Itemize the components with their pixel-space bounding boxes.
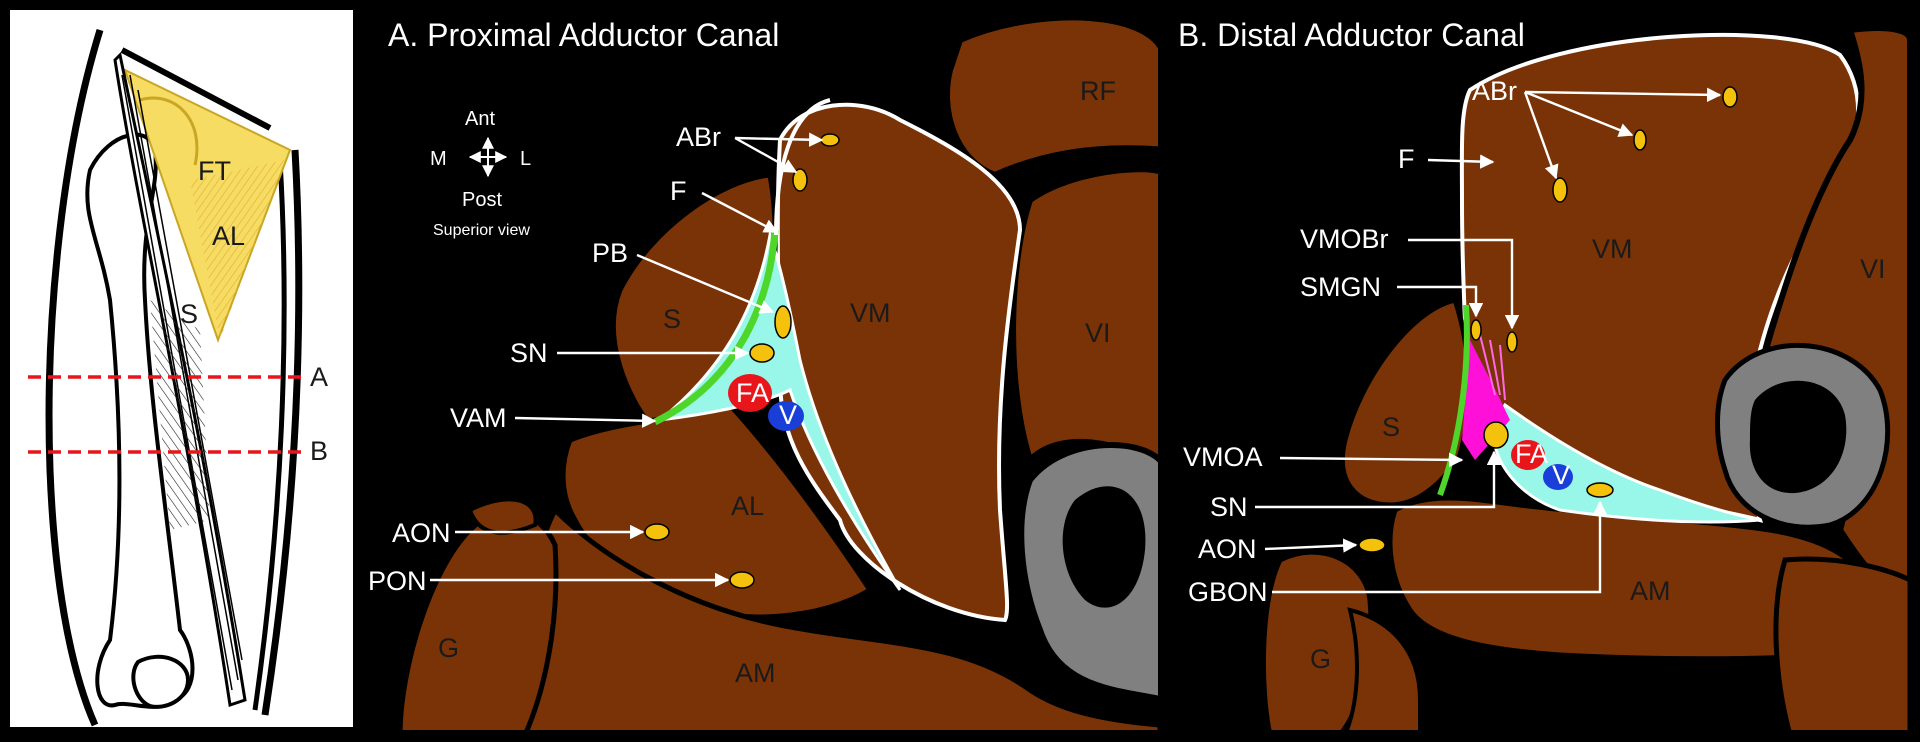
panel-a-muscle-rf xyxy=(944,14,1158,179)
panel-b-label-vi: VI xyxy=(1860,254,1886,284)
panel-b-vmoa-streaks xyxy=(1479,334,1506,401)
inset-label-al: AL xyxy=(212,221,245,251)
panel-a-label-v: V xyxy=(779,400,797,430)
inset-label-s: S xyxy=(180,299,198,329)
panel-a-label-g: G xyxy=(438,633,459,663)
panel-b-vastoadductor-membrane xyxy=(1437,304,1470,497)
panel-b-femur-marrow xyxy=(1749,380,1847,494)
orientation-compass: Ant M L Post Superior view xyxy=(430,108,531,239)
panel-a-callout-pb: PB xyxy=(592,238,628,268)
panel-b-nerve-sn xyxy=(1483,421,1509,449)
panel-a-label-al: AL xyxy=(731,491,764,521)
panel-a-nerve-aon xyxy=(644,523,670,541)
panel-b-callout-abr: ABr xyxy=(1472,76,1517,106)
thigh-outline-lateral xyxy=(261,149,303,716)
thigh-outline-lateral-2 xyxy=(252,159,287,711)
panel-b-lateral-block xyxy=(1773,556,1910,730)
compass-l: L xyxy=(520,148,531,170)
panel-b-callout-smgn: SMGN xyxy=(1300,272,1381,302)
panel-a-muscle-vi xyxy=(1010,166,1158,470)
panel-a-callout-pon: PON xyxy=(368,566,427,596)
adductor-longus-hatch xyxy=(190,160,285,340)
panel-b-label-fa: FA xyxy=(1515,439,1548,469)
panel-a-femur-marrow xyxy=(1062,486,1146,608)
panel-a-nerve-abr-2 xyxy=(792,168,808,192)
compass-ant: Ant xyxy=(465,108,495,130)
panel-b-vein xyxy=(1543,464,1573,490)
panel-a-muscle-g-upper xyxy=(467,497,538,535)
panel-b-label-am: AM xyxy=(1630,576,1671,606)
panel-a-label-am: AM xyxy=(735,658,776,688)
panel-a-nerve-sn xyxy=(749,343,775,363)
panel-a-callout-abr: ABr xyxy=(676,122,721,152)
panel-a-vein xyxy=(768,401,804,431)
panel-b-nerve-abr-2 xyxy=(1633,129,1647,151)
thigh-outline-medial xyxy=(45,28,104,727)
panel-a-label-vm: VM xyxy=(850,298,891,328)
panel-a-label-rf: RF xyxy=(1080,76,1116,106)
inset-label-b: B xyxy=(310,436,328,466)
panel-b-label-s: S xyxy=(1382,412,1400,442)
panel-a-femoral-artery xyxy=(728,374,772,412)
inguinal-curve xyxy=(139,96,199,166)
panel-b-nerve-vmobr xyxy=(1506,331,1518,353)
panel-b-nerve-abr-3 xyxy=(1552,177,1568,203)
panel-b-label-vm: VM xyxy=(1592,234,1633,264)
panel-a-label-fa: FA xyxy=(736,378,769,408)
panel-a-title: A. Proximal Adductor Canal xyxy=(388,17,779,53)
panel-b-nerve-smgn xyxy=(1470,319,1482,341)
adductor-hatch-region xyxy=(150,300,210,530)
panel-b-nerve-abr-1 xyxy=(1722,86,1738,108)
panel-a-callout-vam: VAM xyxy=(450,403,507,433)
panel-b-label-g: G xyxy=(1310,644,1331,674)
panel-a-nerve-pb xyxy=(774,305,792,339)
panel-b-nerve-aon xyxy=(1358,537,1386,553)
panel-b-callout-vmobr: VMOBr xyxy=(1300,224,1389,254)
compass-post: Post xyxy=(462,189,502,211)
panel-b-callout-gbon: GBON xyxy=(1188,577,1268,607)
panel-b-nerve-gbon xyxy=(1586,482,1614,498)
panel-a-label-vi: VI xyxy=(1085,318,1111,348)
panel-a-nerve-pon xyxy=(729,571,755,589)
inguinal-ligament xyxy=(120,47,272,131)
panel-a-callout-aon: AON xyxy=(392,518,451,548)
panel-a-nerve-abr-1 xyxy=(820,133,840,147)
panel-a-callout-f: F xyxy=(670,176,687,206)
panel-a-label-s: S xyxy=(663,304,681,334)
panel-b-muscle-g-lower xyxy=(1344,607,1422,730)
compass-note: Superior view xyxy=(433,222,530,239)
panel-b-label-v: V xyxy=(1552,460,1570,490)
compass-m: M xyxy=(430,148,447,170)
inset-label-a: A xyxy=(310,362,328,392)
femur-condyle xyxy=(131,654,191,709)
panel-b-callout-sn: SN xyxy=(1210,492,1248,522)
panel-b: FA V VM VI S AM G B. Distal Adductor Can… xyxy=(1178,17,1910,730)
panel-b-callout-f: F xyxy=(1398,144,1415,174)
inset-label-ft: FT xyxy=(198,156,231,186)
panel-a-callout-sn: SN xyxy=(510,338,548,368)
panel-b-callout-aon: AON xyxy=(1198,534,1257,564)
panel-a: FA V RF VM VI S AL AM G A. Proximal Addu… xyxy=(368,14,1158,730)
panel-a-adductor-canal xyxy=(654,229,902,591)
panel-b-callout-vmoa: VMOA xyxy=(1183,442,1263,472)
panel-b-femoral-artery xyxy=(1511,440,1545,470)
panel-b-title: B. Distal Adductor Canal xyxy=(1178,17,1525,53)
panel-a-vastoadductor-membrane xyxy=(653,229,779,426)
thigh-inset-panel: FT AL S A B xyxy=(10,10,353,727)
panel-a-fascia xyxy=(774,98,831,236)
